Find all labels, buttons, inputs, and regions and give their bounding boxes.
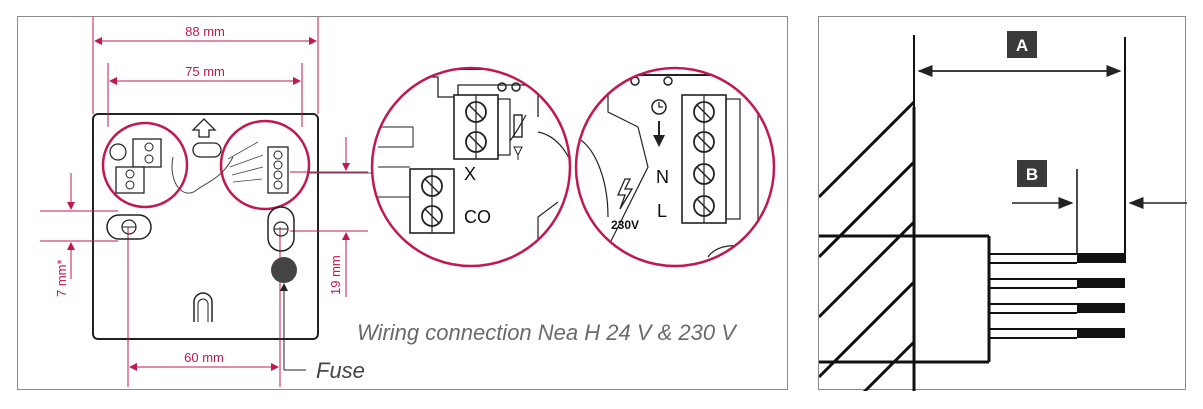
bottom-slot [193, 292, 213, 322]
terminal-block-small-top [132, 138, 162, 168]
dim-75mm-label: 75 mm [185, 64, 225, 79]
dim-88mm-label: 88 mm [185, 24, 225, 39]
terminal-block-device [267, 146, 289, 194]
cable-strip-svg: A B [819, 31, 1187, 391]
terminal-block-small-bottom [115, 166, 145, 194]
cable-jacket [819, 234, 991, 364]
highlight-circle-right [219, 119, 311, 211]
cable-strip-panel: A B [818, 16, 1187, 391]
cable-opening [192, 142, 222, 158]
dimension-b: B [1012, 160, 1187, 253]
dimension-7mm: 7 mm* [40, 173, 118, 297]
terminal-l-label: L [657, 201, 667, 221]
down-arrow-icon [653, 121, 665, 147]
label-a: A [1016, 36, 1028, 55]
wiring-caption: Wiring connection Nea H 24 V & 230 V [357, 320, 738, 345]
voltage-230v-label: 230V [611, 218, 639, 232]
bottom-slot-inner [197, 298, 209, 322]
thermistor-icon [509, 114, 527, 160]
highlight-circle-left [101, 121, 189, 209]
screw-hole [109, 143, 127, 161]
wiring-diagram-svg: 88 mm 75 mm 60 mm 7 mm* [40, 17, 776, 387]
zoom-circle-230v: N L 230V [574, 66, 776, 268]
wires [227, 141, 264, 183]
terminal-x-label: X [464, 164, 476, 184]
terminal-co-label: CO [464, 207, 491, 227]
clock-icon [651, 99, 667, 115]
dimension-19mm: 19 mm [290, 137, 368, 297]
dim-19mm-label: 19 mm [328, 255, 343, 295]
dimension-75mm: 75 mm [107, 63, 303, 127]
fuse-label: Fuse [316, 358, 365, 383]
dimension-a: A [917, 31, 1126, 263]
zoom-circle-low-voltage: X CO [370, 66, 572, 268]
dim-7mm-label: 7 mm* [54, 259, 69, 297]
dimension-88mm: 88 mm [92, 17, 319, 114]
wires [989, 253, 1125, 339]
mounting-slot-left [106, 214, 152, 240]
label-a-box [1007, 31, 1037, 58]
fuse-dot [271, 257, 297, 283]
dim-60mm-label: 60 mm [184, 350, 224, 365]
label-b-box [1017, 160, 1047, 187]
dimension-60mm: 60 mm [127, 227, 281, 387]
mounting-slot-right [267, 206, 295, 252]
arrow-up-icon [191, 118, 217, 138]
wiring-diagram-panel: 88 mm 75 mm 60 mm 7 mm* [17, 16, 788, 390]
terminal-n-label: N [656, 167, 669, 187]
lightning-icon [617, 178, 634, 210]
thermostat-base [92, 113, 319, 340]
label-b: B [1026, 165, 1038, 184]
wall-hatch [819, 100, 914, 391]
